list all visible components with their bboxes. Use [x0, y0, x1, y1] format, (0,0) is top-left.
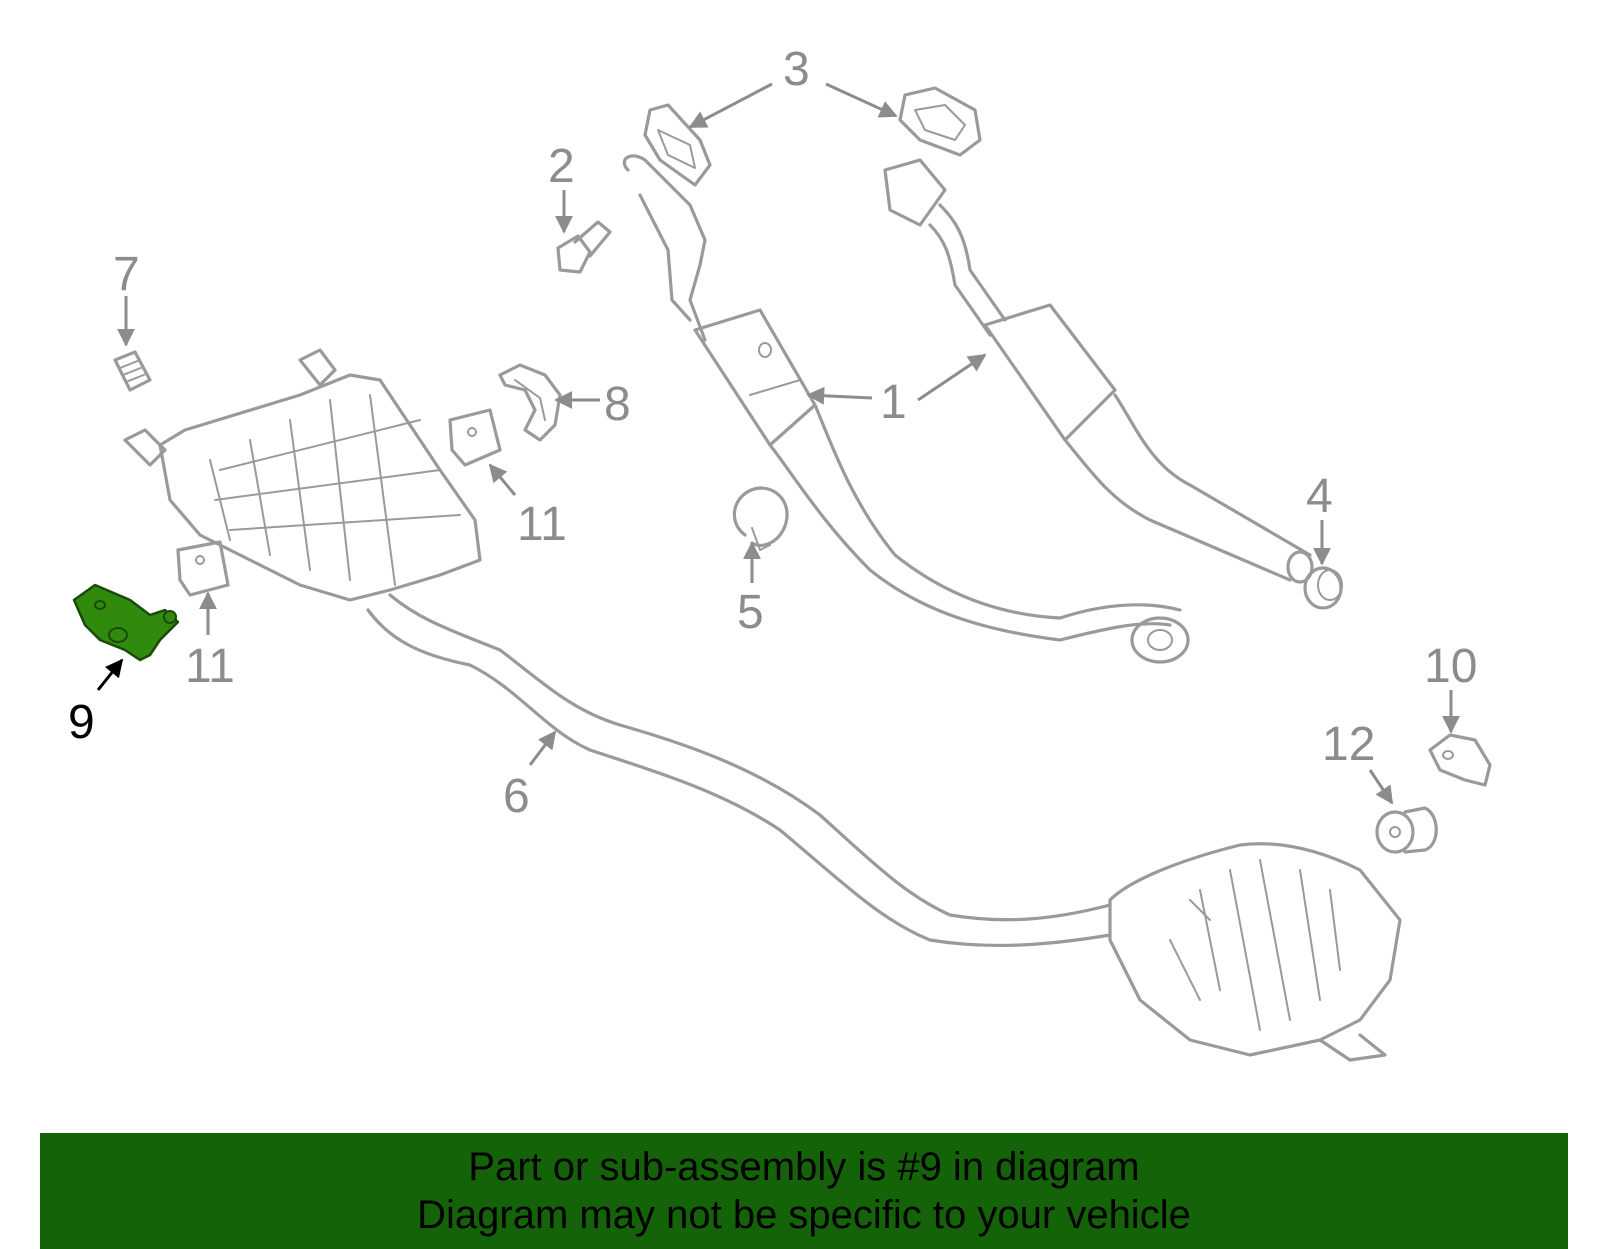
part-3-gasket-right[interactable] [898, 86, 982, 157]
part-12-isolator[interactable] [1375, 806, 1438, 854]
part-6-intermediate-pipe-muffler[interactable] [366, 593, 1402, 1062]
callout-9[interactable]: 9 [68, 696, 95, 749]
part-1-catalytic-converter-right[interactable] [883, 158, 1314, 584]
part-1-catalytic-converter-left[interactable] [622, 154, 1190, 664]
callout-10[interactable]: 10 [1424, 640, 1477, 693]
banner-line-2: Diagram may not be specific to your vehi… [417, 1193, 1191, 1237]
part-10-hanger[interactable] [1428, 733, 1492, 787]
callout-5[interactable]: 5 [737, 586, 764, 639]
callout-2[interactable]: 2 [548, 140, 575, 193]
part-3-gasket-left[interactable] [643, 103, 712, 187]
part-4-end-cap[interactable] [1303, 566, 1343, 610]
callout-8[interactable]: 8 [604, 378, 631, 431]
callout-11-upper[interactable]: 11 [517, 498, 567, 551]
part-9-hanger-bracket[interactable] [72, 583, 180, 662]
part-11-insulator-lower[interactable] [176, 540, 230, 597]
callout-11-lower[interactable]: 11 [185, 640, 235, 693]
callout-labels: 1 2 3 4 5 6 7 8 9 10 11 11 12 [68, 43, 1477, 823]
callout-1[interactable]: 1 [880, 376, 907, 429]
callout-3[interactable]: 3 [783, 43, 810, 96]
callout-7[interactable]: 7 [113, 248, 140, 301]
callout-leaders [96, 82, 1460, 805]
callout-6[interactable]: 6 [503, 770, 530, 823]
front-resonator[interactable] [123, 348, 482, 602]
part-7-fitting[interactable] [113, 350, 152, 392]
info-banner: Part or sub-assembly is #9 in diagram Di… [40, 1133, 1568, 1249]
part-8-bracket[interactable] [498, 363, 562, 442]
part-2-bolt[interactable] [556, 220, 612, 274]
exhaust-system-diagram: 1 2 3 4 5 6 7 8 9 10 11 11 12 [68, 43, 1492, 1062]
banner-line-1: Part or sub-assembly is #9 in diagram [468, 1145, 1140, 1189]
callout-4[interactable]: 4 [1306, 470, 1333, 523]
callout-12[interactable]: 12 [1322, 718, 1375, 771]
part-5-clamp[interactable] [732, 486, 789, 551]
part-11-insulator-upper[interactable] [448, 408, 502, 467]
